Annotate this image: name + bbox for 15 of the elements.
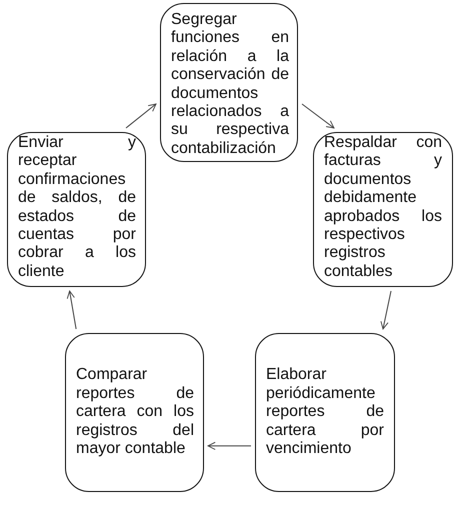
step-text: Comparar reportes de cartera con los registros del mayor contable — [76, 366, 194, 459]
step-text: Respaldar con facturas y documentos debidamente aprobados los respectivos registros contables — [324, 134, 442, 282]
process-box — [7, 132, 146, 287]
arrow — [208, 442, 252, 450]
process-box — [65, 333, 204, 492]
arrow — [126, 104, 156, 128]
step-text: Enviar y receptar confirmaciones de saldos, de estados de cuentas por cobrar a los cliente — [18, 134, 136, 282]
process-box — [313, 132, 453, 287]
process-box — [160, 3, 298, 162]
arrow — [380, 290, 392, 330]
step-text: Elaborar periódicamente reportes de cartera por vencimiento — [266, 366, 384, 459]
arrow — [302, 104, 334, 128]
process-box — [255, 333, 395, 492]
arrow — [66, 290, 77, 330]
step-text: Segregar funciones en relación a la conservación de documentos relacionados a su respectiva contabilización — [171, 11, 289, 158]
